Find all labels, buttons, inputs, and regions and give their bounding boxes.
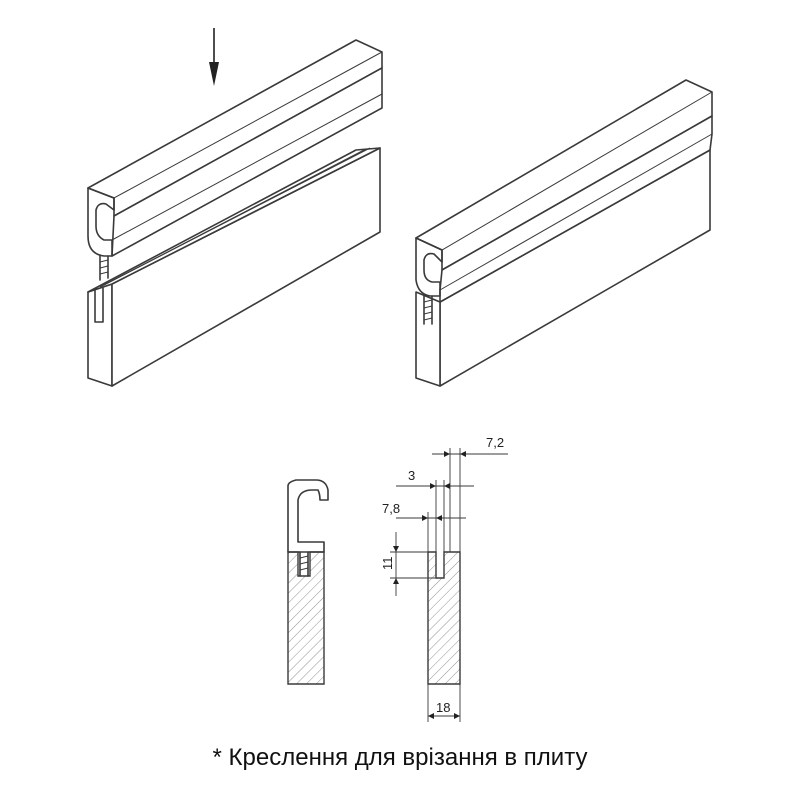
dim-label-18: 18	[436, 700, 450, 715]
drawing-caption: * Креслення для врізання в плиту	[212, 744, 588, 771]
dimension-7-2: 7,2	[432, 435, 508, 552]
exploded-view	[87, 28, 383, 387]
section-routing: 7,2 3 7,8 11	[380, 435, 508, 722]
insertion-arrow-icon	[209, 28, 219, 86]
dim-label-11: 11	[380, 557, 395, 571]
dimension-3: 3	[396, 468, 474, 552]
dimension-11: 11	[380, 532, 436, 596]
panel-board	[87, 147, 381, 387]
dim-label-7-8: 7,8	[382, 501, 400, 516]
section-with-profile	[287, 479, 329, 685]
dimension-7-8: 7,8	[382, 501, 466, 552]
dim-label-7-2: 7,2	[486, 435, 504, 450]
handle-profile	[87, 39, 383, 281]
dimension-18: 18	[427, 684, 461, 722]
dim-label-3: 3	[408, 468, 415, 483]
assembled-view	[415, 79, 713, 387]
